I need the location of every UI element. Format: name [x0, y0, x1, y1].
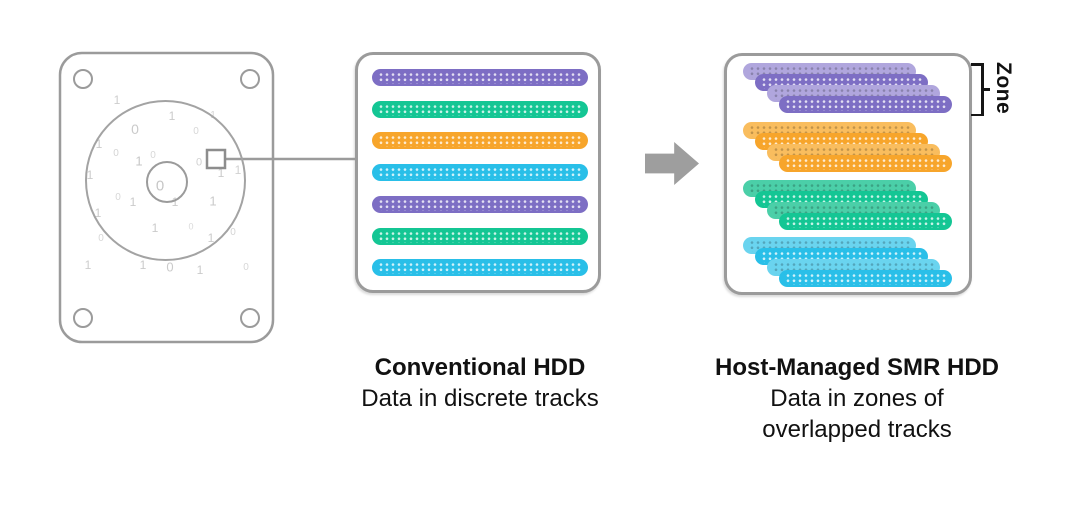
conventional-tracks-panel — [355, 52, 601, 293]
binary-digit: 1 — [151, 221, 159, 235]
spindle-circle — [146, 161, 188, 203]
discrete-track-pill-orange — [372, 132, 588, 149]
binary-digit: 1 — [168, 109, 176, 123]
binary-digit: 1 — [196, 263, 204, 277]
screw-hole-bottom-left — [73, 308, 93, 328]
binary-digit: 1 — [113, 93, 121, 107]
binary-digit: 0 — [131, 121, 139, 137]
binary-digit: 0 — [155, 177, 165, 195]
overlapped-track-pill-purple — [779, 96, 952, 113]
binary-digit: 0 — [113, 148, 119, 159]
overlapped-track-pill-green — [779, 213, 952, 230]
overlapped-track-pill-cyan — [779, 270, 952, 287]
discrete-track-pill-purple — [372, 196, 588, 213]
binary-digit: 1 — [171, 195, 179, 209]
screw-hole-bottom-right — [240, 308, 260, 328]
binary-digit: 1 — [210, 110, 216, 121]
zone-bracket-top-tick — [971, 63, 983, 66]
binary-digit: 1 — [234, 163, 242, 177]
binary-digit: 0 — [98, 233, 104, 244]
hdd-case-outline — [58, 51, 275, 344]
binary-digit: 1 — [209, 193, 217, 209]
smr-caption-title: Host-Managed SMR HDD — [714, 354, 999, 381]
discrete-track-pill-cyan — [372, 259, 588, 276]
magnifier-square-icon — [205, 148, 227, 170]
platter-circle — [85, 100, 246, 261]
smr-caption-subtitle-line1: Data in zones of — [770, 385, 944, 412]
zone-label: Zone — [992, 62, 1015, 115]
binary-digit: 0 — [188, 221, 194, 232]
smr-zones-panel — [724, 53, 972, 295]
discrete-track-pill-green — [372, 101, 588, 118]
discrete-track-pill-purple — [372, 69, 588, 86]
smr-caption-subtitle-line2: overlapped tracks — [762, 416, 952, 443]
binary-digit: 1 — [217, 166, 225, 180]
binary-digit: 1 — [95, 137, 103, 151]
binary-digit: 1 — [135, 153, 143, 169]
binary-digit: 1 — [139, 258, 147, 272]
screw-hole-top-right — [240, 69, 260, 89]
binary-digit: 0 — [115, 192, 121, 203]
binary-digit: 0 — [243, 262, 249, 273]
conventional-caption-subtitle: Data in discrete tracks — [361, 385, 599, 412]
binary-digit: 1 — [207, 231, 215, 245]
binary-digit: 1 — [94, 206, 102, 220]
discrete-track-pill-green — [372, 228, 588, 245]
conventional-caption: Conventional HDD Data in discrete tracks — [315, 352, 645, 414]
binary-digit: 0 — [230, 227, 236, 238]
smr-caption: Host-Managed SMR HDD Data in zones of ov… — [692, 352, 1022, 445]
binary-digit: 0 — [193, 126, 199, 137]
binary-digit: 0 — [150, 150, 156, 161]
binary-digit: 0 — [166, 259, 174, 275]
binary-digit: 0 — [195, 156, 203, 169]
binary-digit: 1 — [129, 195, 137, 209]
binary-digit: 1 — [84, 258, 92, 272]
conventional-caption-title: Conventional HDD — [374, 354, 586, 381]
discrete-track-pill-cyan — [372, 164, 588, 181]
overlapped-track-pill-orange — [779, 155, 952, 172]
zone-bracket-middle-tick — [983, 88, 990, 91]
binary-digit: 1 — [86, 168, 94, 182]
zone-bracket-vertical — [981, 63, 984, 116]
zone-bracket-bottom-tick — [971, 113, 983, 116]
screw-hole-top-left — [73, 69, 93, 89]
